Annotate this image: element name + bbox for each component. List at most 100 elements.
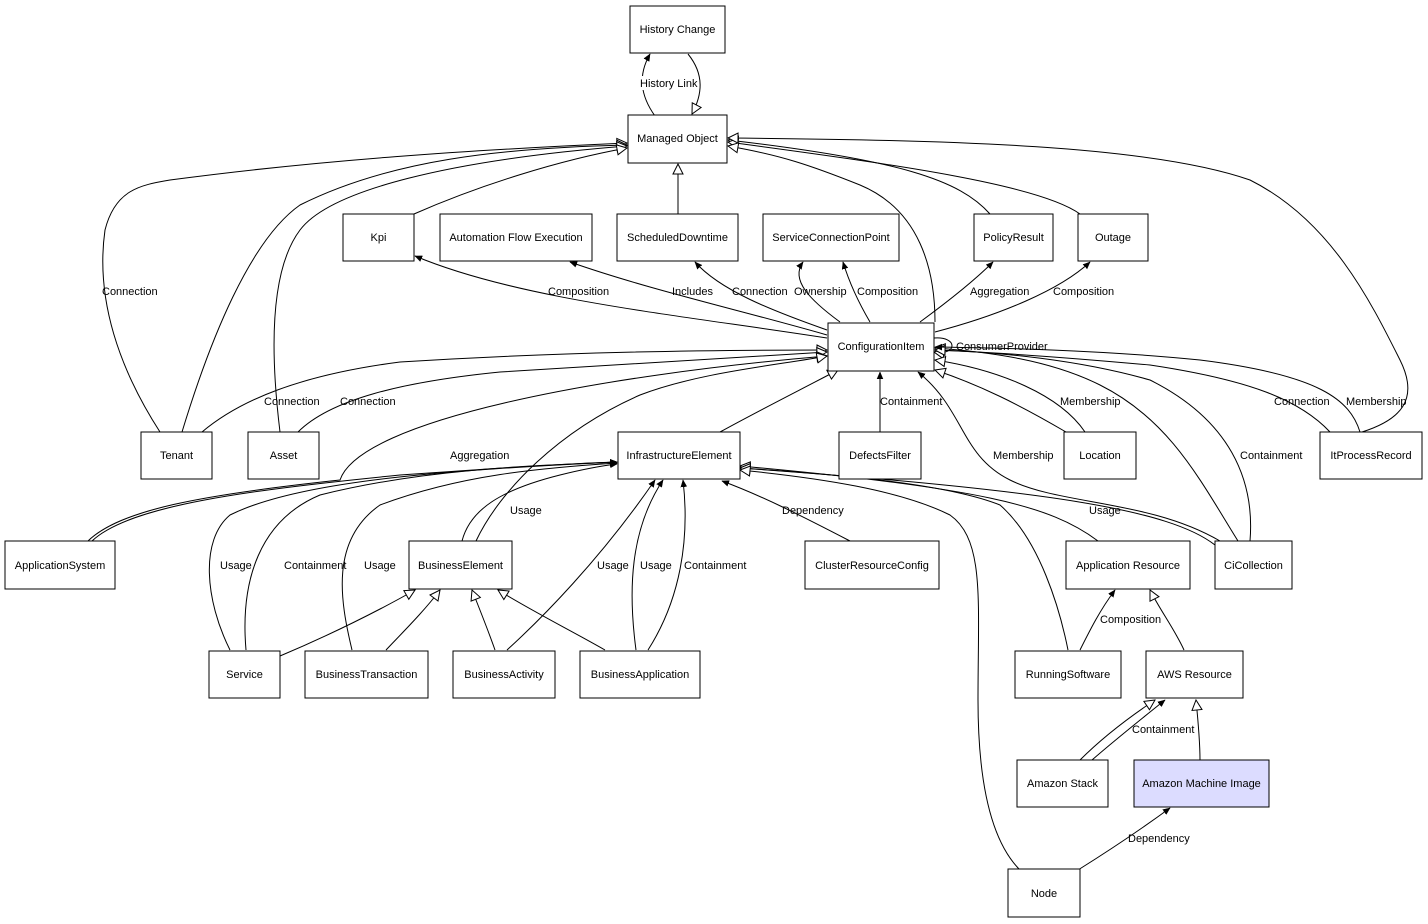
node-amazon-stack[interactable]: Amazon Stack [1016, 759, 1109, 808]
edge-be-infra [461, 464, 617, 542]
node-label: Node [1031, 888, 1057, 900]
node-policy-result[interactable]: PolicyResult [973, 213, 1054, 262]
node-scheduled-downtime[interactable]: ScheduledDowntime [616, 213, 739, 262]
edge-running-appresource [1079, 590, 1116, 651]
node-label: Managed Object [637, 133, 718, 145]
node-service[interactable]: Service [208, 650, 281, 699]
node-managed-object[interactable]: Managed Object [627, 114, 728, 164]
edge-ami-aws [1196, 700, 1200, 761]
edge-ci-outage [934, 262, 1090, 333]
edge-outage-managed-object [728, 142, 1081, 215]
edge-be-ci [475, 356, 827, 542]
node-label: DefectsFilter [849, 450, 911, 462]
node-business-activity[interactable]: BusinessActivity [452, 650, 556, 699]
node-node[interactable]: Node [1007, 868, 1081, 918]
edge-ci-scheduled-downtime [695, 262, 828, 331]
edge-label-aggregation: Aggregation [970, 286, 1029, 298]
edge-bapp-infra-containment [647, 480, 685, 651]
node-label: Service [226, 669, 263, 681]
edge-label-dependency: Dependency [782, 505, 844, 517]
edge-ci-scp-ownership [799, 262, 841, 323]
edge-label-connection: Connection [264, 396, 320, 408]
edge-label-history-link: History Link [640, 78, 698, 90]
node-tenant[interactable]: Tenant [140, 431, 213, 480]
edge-kpi-managed-object [413, 148, 627, 215]
node-application-resource[interactable]: Application Resource [1065, 540, 1191, 590]
node-service-connection-point[interactable]: ServiceConnectionPoint [762, 213, 900, 262]
edge-service-infra-containment [244, 462, 617, 651]
edge-label-includes: Includes [672, 286, 713, 298]
edge-bapp-be [498, 590, 606, 651]
edge-bact-infra [506, 480, 656, 651]
edge-label-containment: Containment [880, 396, 942, 408]
node-location[interactable]: Location [1063, 431, 1137, 480]
edge-label-connection: Connection [1274, 396, 1330, 408]
edge-label-aggregation: Aggregation [450, 450, 509, 462]
node-business-element[interactable]: BusinessElement [408, 540, 513, 590]
node-aws-resource[interactable]: AWS Resource [1145, 650, 1244, 699]
node-cluster-resource-config[interactable]: ClusterResourceConfig [804, 540, 940, 590]
edge-label-containment: Containment [1132, 724, 1194, 736]
edge-label-ownership: Ownership [794, 286, 847, 298]
node-label: ItProcessRecord [1330, 450, 1411, 462]
edge-label-composition: Composition [1100, 614, 1161, 626]
node-it-process-record[interactable]: ItProcessRecord [1319, 431, 1423, 480]
node-label: Automation Flow Execution [449, 232, 582, 244]
edge-infra-ci [719, 370, 838, 433]
node-label: BusinessApplication [591, 669, 689, 681]
edge-btx-be [385, 590, 440, 651]
edge-appsystem-ci [87, 356, 827, 542]
edge-label-connection: Connection [732, 286, 788, 298]
node-label: History Change [640, 24, 716, 36]
node-label: Asset [270, 450, 298, 462]
node-configuration-item[interactable]: ConfigurationItem [827, 322, 935, 372]
node-outage[interactable]: Outage [1077, 213, 1149, 262]
node-automation-flow-execution[interactable]: Automation Flow Execution [439, 213, 593, 262]
node-label: Application Resource [1076, 560, 1180, 572]
node-business-application[interactable]: BusinessApplication [579, 650, 701, 699]
edge-stack-aws-a [1079, 700, 1155, 761]
edge-ci-kpi [415, 255, 828, 339]
node-infrastructure-element[interactable]: InfrastructureElement [617, 431, 741, 480]
edge-location-ci-a [935, 370, 1067, 433]
edge-label-containment: Containment [284, 560, 346, 572]
edge-ci-scp-composition [843, 262, 871, 323]
node-defects-filter[interactable]: DefectsFilter [838, 431, 922, 480]
edge-running-infra [740, 468, 1069, 651]
edge-label-usage: Usage [640, 560, 672, 572]
edge-label-membership: Membership [993, 450, 1054, 462]
edge-label-consumer-provider: ConsumerProvider [956, 341, 1048, 353]
node-ci-collection[interactable]: CiCollection [1214, 540, 1293, 590]
node-label: ConfigurationItem [838, 341, 925, 353]
node-asset[interactable]: Asset [247, 431, 320, 480]
edge-label-usage: Usage [597, 560, 629, 572]
node-label: AWS Resource [1157, 669, 1232, 681]
node-label: ServiceConnectionPoint [772, 232, 889, 244]
edge-aws-appresource [1150, 590, 1185, 651]
node-running-software[interactable]: RunningSoftware [1014, 650, 1122, 699]
node-label: Location [1079, 450, 1121, 462]
node-business-transaction[interactable]: BusinessTransaction [304, 650, 429, 699]
node-label: Amazon Stack [1027, 778, 1098, 790]
edge-asset-ci [297, 352, 827, 433]
node-kpi[interactable]: Kpi [342, 213, 415, 262]
node-history-change[interactable]: History Change [629, 5, 726, 54]
edge-location-ci-b [935, 360, 1086, 433]
edge-label-dependency: Dependency [1128, 833, 1190, 845]
edge-tenant2-managed-object [181, 145, 627, 433]
edge-tenant-ci [201, 350, 827, 433]
node-label: Kpi [371, 232, 387, 244]
edge-node-ami [1077, 807, 1170, 871]
node-amazon-machine-image[interactable]: Amazon Machine Image [1133, 759, 1270, 808]
node-label: RunningSoftware [1026, 669, 1110, 681]
node-label: Outage [1095, 232, 1131, 244]
node-application-system[interactable]: ApplicationSystem [4, 540, 116, 590]
node-label: ApplicationSystem [15, 560, 106, 572]
edge-label-connection: Connection [102, 286, 158, 298]
node-label: ClusterResourceConfig [815, 560, 929, 572]
edge-label-usage: Usage [510, 505, 542, 517]
edge-ci-managed-object [728, 146, 936, 323]
node-label: ScheduledDowntime [627, 232, 728, 244]
edge-asset-managed-object [273, 146, 627, 433]
